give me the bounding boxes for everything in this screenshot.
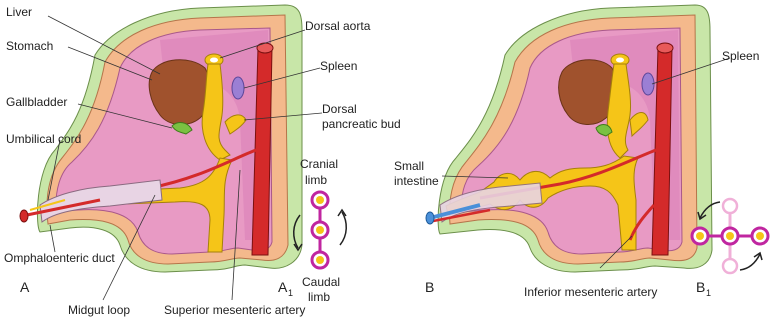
label-caudal-limb-2: limb (308, 290, 330, 304)
inset-b1-node-left-core (696, 232, 704, 240)
label-cranial-limb-2: limb (305, 173, 327, 187)
label-gallbladder: Gallbladder (6, 95, 67, 109)
label-dorsal-pancreatic-bud-1: Dorsal (322, 102, 357, 116)
label-superior-mesenteric-artery: Superior mesenteric artery (164, 303, 305, 317)
label-dorsal-pancreatic-bud-2: pancreatic bud (322, 117, 401, 131)
inset-b1-node-top (723, 199, 737, 213)
inset-b1-node-right-core (756, 232, 764, 240)
label-stomach: Stomach (6, 39, 53, 53)
inset-a1-node-bottom-core (316, 256, 324, 264)
inset-a1-node-mid-core (316, 226, 324, 234)
panel-label-a: A (20, 279, 30, 295)
panel-label-b1: B (696, 279, 705, 295)
esophagus-lumen-a (210, 58, 218, 63)
label-cranial-limb-1: Cranial (300, 157, 338, 171)
cord-stump-a (20, 210, 28, 222)
label-dorsal-aorta: Dorsal aorta (305, 19, 371, 33)
label-caudal-limb-1: Caudal (302, 275, 340, 289)
inset-a1-node-top-core (316, 196, 324, 204)
panel-label-a1-sub: 1 (288, 288, 293, 298)
rotation-arrow-a1-right (340, 212, 346, 245)
label-small-intestine-2: intestine (394, 174, 439, 188)
aorta-lumen-a (257, 43, 273, 53)
rotation-arrow-b1-bottom (740, 254, 760, 270)
cord-stump-b (426, 212, 434, 224)
panel-label-b: B (425, 279, 434, 295)
aorta-lumen-b (657, 43, 673, 53)
label-umbilical-cord: Umbilical cord (6, 132, 81, 146)
label-spleen-b: Spleen (722, 49, 759, 63)
embryo-b (426, 5, 712, 272)
inset-b1-node-mid-core (726, 232, 734, 240)
label-small-intestine-1: Small (394, 159, 424, 173)
label-omphaloenteric-duct: Omphaloenteric duct (4, 251, 115, 265)
panel-label-a1: A (278, 279, 288, 295)
label-liver: Liver (6, 5, 32, 19)
esophagus-lumen-b (616, 58, 624, 63)
label-midgut-loop: Midgut loop (68, 303, 130, 317)
label-inferior-mesenteric-artery: Inferior mesenteric artery (524, 285, 657, 299)
spleen-a (232, 77, 244, 99)
inset-b1-node-bottom (723, 259, 737, 273)
panel-label-b1-sub: 1 (706, 288, 711, 298)
label-spleen-a: Spleen (320, 59, 357, 73)
